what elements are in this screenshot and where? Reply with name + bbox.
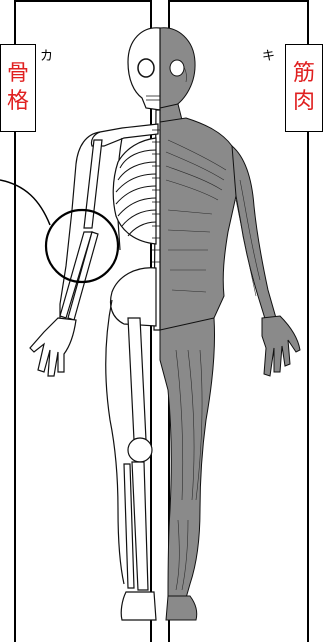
skeleton-half — [30, 28, 160, 620]
muscle-label: 筋 肉 — [285, 44, 323, 132]
skeleton-label-char-1: 骨 — [7, 60, 29, 88]
skeleton-label-char-2: 格 — [7, 88, 29, 116]
muscle-label-char-1: 筋 — [293, 60, 315, 88]
left-panel-letter: カ — [40, 45, 53, 64]
right-panel-letter: キ — [262, 45, 275, 64]
muscle-half — [160, 28, 300, 620]
skeleton-label: 骨 格 — [0, 44, 36, 132]
muscle-label-char-2: 肉 — [293, 88, 315, 116]
